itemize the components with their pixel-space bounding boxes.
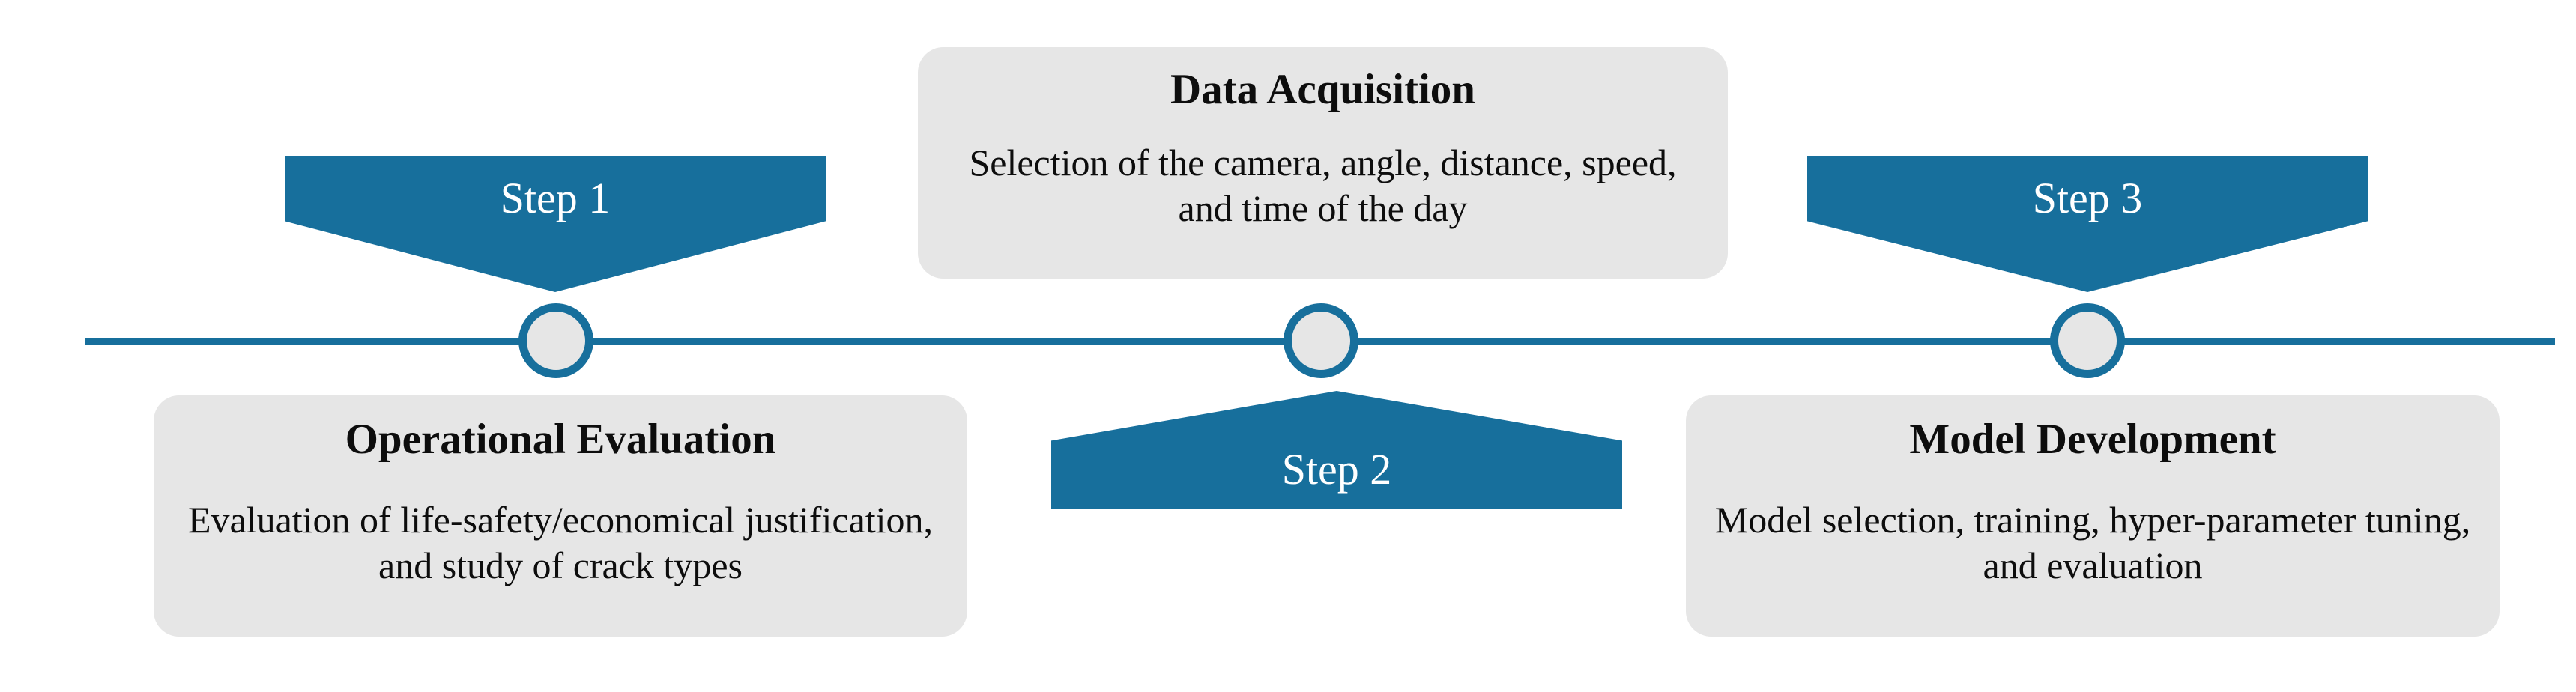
step-card-body-step-2: Selection of the camera, angle, distance… (969, 141, 1677, 229)
step-badge-label-step-2: Step 2 (1281, 445, 1392, 494)
step-card-title-step-1: Operational Evaluation (345, 416, 776, 463)
step-card-step-2[interactable]: Data Acquisition Selection of the camera… (918, 47, 1728, 279)
step-card-title-step-3: Model Development (1909, 416, 2276, 463)
step-badge-label-step-1: Step 1 (500, 174, 611, 222)
step-badge-label-step-3: Step 3 (2032, 174, 2143, 222)
timeline-node-step-2[interactable] (1284, 303, 1358, 378)
step-card-body-step-3: Model selection, training, hyper-paramet… (1714, 498, 2471, 586)
timeline-node-step-3[interactable] (2050, 303, 2125, 378)
step-card-step-3[interactable]: Model Development Model selection, train… (1686, 395, 2500, 637)
timeline-node-step-1[interactable] (518, 303, 593, 378)
step-card-title-step-2: Data Acquisition (1170, 66, 1475, 113)
step-card-body-step-1: Evaluation of life-safety/economical jus… (187, 498, 934, 586)
step-badge-step-3[interactable]: Step 3 (1807, 156, 2368, 292)
step-badge-step-1[interactable]: Step 1 (285, 156, 826, 292)
step-card-step-1[interactable]: Operational Evaluation Evaluation of lif… (154, 395, 967, 637)
step-badge-step-2[interactable]: Step 2 (1051, 391, 1622, 509)
